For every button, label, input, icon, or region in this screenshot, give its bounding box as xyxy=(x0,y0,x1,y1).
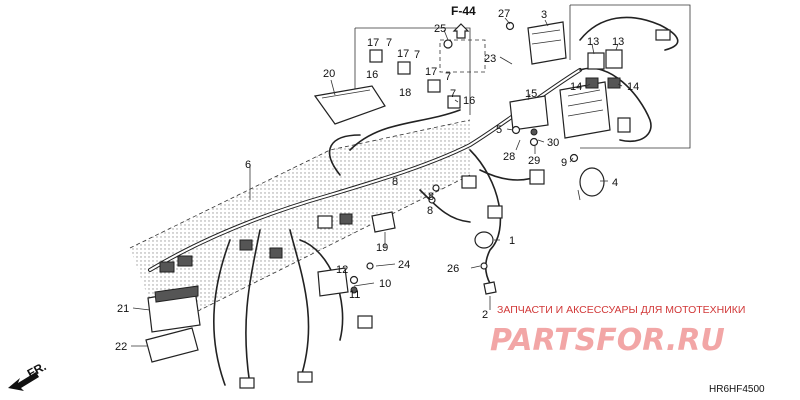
callout-18: 18 xyxy=(399,87,411,99)
front-direction-arrow xyxy=(8,372,39,391)
part-3-module xyxy=(527,21,567,65)
harness-branch-fusebox xyxy=(579,67,652,142)
part-14b-relay xyxy=(607,77,621,89)
harness-branch-left xyxy=(213,239,231,386)
ref-label-f44: F-44 xyxy=(451,4,476,18)
callout-17c: 17 xyxy=(425,66,437,78)
callout-6: 6 xyxy=(245,159,251,171)
frame-outline xyxy=(130,120,470,330)
callout-8c: 8 xyxy=(392,176,398,188)
callout-9: 9 xyxy=(561,157,567,169)
watermark-logo: PARTSFOR.RU xyxy=(490,323,725,358)
harness-branch-relays xyxy=(349,109,461,151)
callout-22: 22 xyxy=(115,341,127,353)
callout-19: 19 xyxy=(376,242,388,254)
callout-13b: 13 xyxy=(612,36,624,48)
callout-13a: 13 xyxy=(587,36,599,48)
callout-1: 1 xyxy=(509,235,515,247)
callout-2: 2 xyxy=(482,309,488,321)
part-fasteners xyxy=(349,21,579,294)
part-2-plug xyxy=(483,281,497,295)
callout-26: 26 xyxy=(447,263,459,275)
watermark-tagline: ЗАПЧАСТИ И АКСЕССУАРЫ ДЛЯ МОТОТЕХНИКИ xyxy=(497,304,745,316)
callout-20: 20 xyxy=(323,68,335,80)
callout-25: 25 xyxy=(434,23,446,35)
callout-10: 10 xyxy=(379,278,391,290)
leader-lines xyxy=(131,17,623,347)
part-20-cover xyxy=(313,85,386,125)
part-19-connector xyxy=(371,211,396,233)
callout-7a: 7 xyxy=(386,37,392,49)
callout-15: 15 xyxy=(525,88,537,100)
part-21-ecu xyxy=(147,285,201,333)
part-connectors xyxy=(159,29,671,389)
harness-branch-top xyxy=(579,16,679,51)
harness-branch-sensor xyxy=(469,149,502,291)
callout-7c: 7 xyxy=(445,71,451,83)
harness-branch-center xyxy=(419,189,471,223)
callout-16b: 16 xyxy=(463,95,475,107)
callout-7d: 7 xyxy=(450,88,456,100)
frame-dash-line xyxy=(129,119,471,249)
part-13b-relay xyxy=(605,49,623,69)
callout-14b: 14 xyxy=(627,81,639,93)
callout-8b: 8 xyxy=(427,205,433,217)
part-1-sensor xyxy=(474,231,494,249)
callout-12: 12 xyxy=(336,264,348,276)
part-10-sensor xyxy=(317,267,349,297)
part-fuse-box xyxy=(559,81,611,139)
diagram-code: HR6HF4500 xyxy=(709,384,765,395)
callout-21: 21 xyxy=(117,303,129,315)
callout-11: 11 xyxy=(349,289,360,301)
callout-16a: 16 xyxy=(366,69,378,81)
callout-17b: 17 xyxy=(397,48,409,60)
callout-28: 28 xyxy=(503,151,515,163)
part-13a-relay xyxy=(587,52,605,70)
callout-17a: 17 xyxy=(367,37,379,49)
part-4-horn xyxy=(577,167,605,201)
part-15-relay-box xyxy=(509,95,549,131)
callout-14a: 14 xyxy=(570,81,582,93)
callout-23: 23 xyxy=(484,53,496,65)
harness-loop-left xyxy=(328,134,361,176)
callout-29: 29 xyxy=(528,155,540,167)
harness-branch-down xyxy=(289,229,310,381)
callout-24: 24 xyxy=(398,259,410,271)
ref-box-f44 xyxy=(439,23,486,73)
callout-8a: 8 xyxy=(428,191,434,203)
part-relays-7-17 xyxy=(369,49,461,109)
fuse-group-box xyxy=(570,4,691,149)
callout-7b: 7 xyxy=(414,49,420,61)
part-14a-relay xyxy=(585,77,599,89)
callout-27: 27 xyxy=(498,8,510,20)
relay-group-box xyxy=(355,27,471,115)
part-22-bracket xyxy=(145,327,199,363)
callout-30: 30 xyxy=(547,137,559,149)
frame-dash-line-lower xyxy=(159,174,471,331)
harness-branch-down-left xyxy=(245,229,261,386)
callout-4: 4 xyxy=(612,177,618,189)
callout-3: 3 xyxy=(541,9,547,21)
callout-5: 5 xyxy=(496,124,502,136)
